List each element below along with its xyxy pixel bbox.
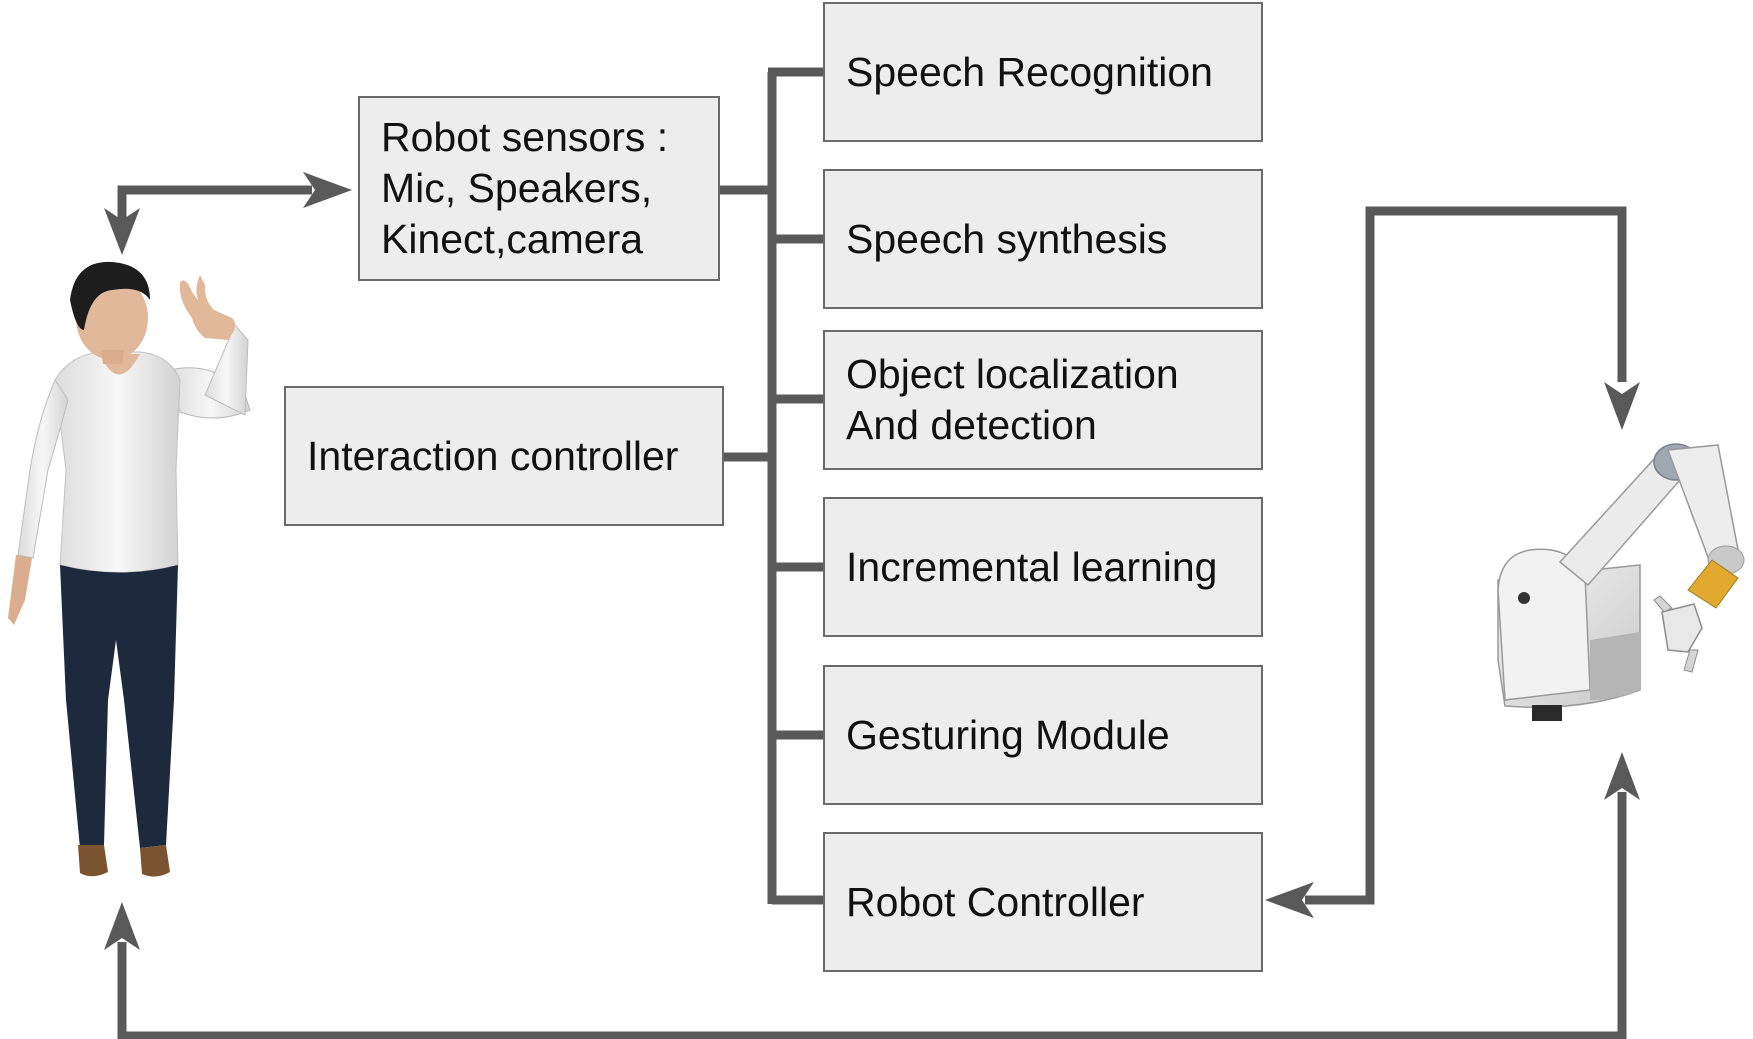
module-label: Gesturing Module bbox=[846, 711, 1170, 758]
arrowhead-into-robot-controller bbox=[1265, 882, 1314, 918]
robot-arm-figure bbox=[1497, 443, 1745, 721]
arrowhead-into-human-top bbox=[104, 208, 140, 255]
module-label-line-1: Object localization bbox=[846, 351, 1179, 397]
interaction-controller-box: Interaction controller bbox=[284, 386, 724, 526]
arrowhead-up-to-human bbox=[104, 902, 140, 950]
module-incremental-learning: Incremental learning bbox=[823, 497, 1263, 637]
module-gesturing: Gesturing Module bbox=[823, 665, 1263, 805]
module-robot-controller: Robot Controller bbox=[823, 832, 1263, 972]
bottom-return-loop bbox=[117, 792, 1627, 1039]
module-speech-recognition: Speech Recognition bbox=[823, 2, 1263, 142]
human-figure bbox=[8, 261, 251, 877]
robot-sensors-line-2: Mic, Speakers, bbox=[381, 165, 653, 211]
module-label: Speech synthesis bbox=[846, 215, 1168, 262]
robot-sensors-line-1: Robot sensors : bbox=[381, 114, 669, 160]
arrowhead-into-sensors bbox=[303, 172, 352, 208]
robot-sensors-box: Robot sensors : Mic, Speakers, Kinect,ca… bbox=[358, 96, 720, 281]
human-sensor-connector bbox=[117, 185, 312, 225]
robot-controller-loop bbox=[1305, 206, 1627, 905]
module-label-line-2: And detection bbox=[846, 402, 1097, 448]
robot-sensors-line-3: Kinect,camera bbox=[381, 216, 644, 262]
module-label: Speech Recognition bbox=[846, 48, 1213, 95]
module-speech-synthesis: Speech synthesis bbox=[823, 169, 1263, 309]
module-label: Incremental learning bbox=[846, 543, 1218, 590]
module-object-localization: Object localization And detection bbox=[823, 330, 1263, 470]
interaction-controller-label: Interaction controller bbox=[307, 432, 679, 479]
arrowhead-up-to-robot-arm bbox=[1604, 752, 1640, 800]
module-label: Robot Controller bbox=[846, 878, 1145, 925]
arrowhead-into-robot-arm bbox=[1604, 382, 1640, 430]
